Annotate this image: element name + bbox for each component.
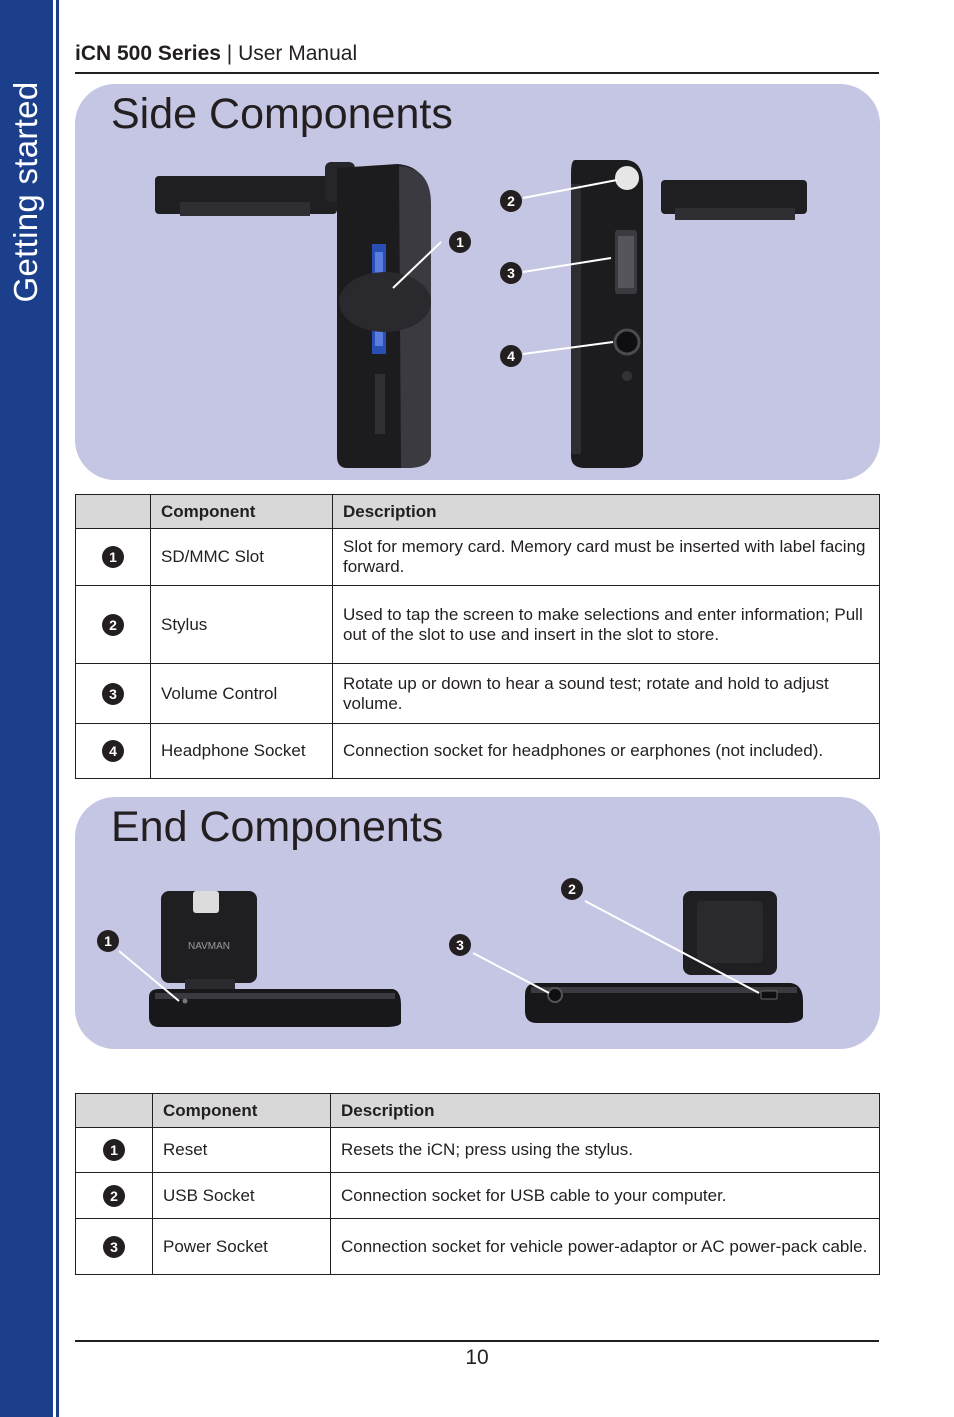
- row-description: Rotate up or down to hear a sound test; …: [332, 663, 880, 724]
- side-leader-lines: [392, 179, 618, 355]
- side-components-table: Component Description 1 SD/MMC Slot Slot…: [75, 494, 880, 779]
- section-tab: [0, 0, 53, 1417]
- header-separator: |: [220, 42, 239, 65]
- table-row: 1 Reset Resets the iCN; press using the …: [75, 1127, 880, 1173]
- row-description: Slot for memory card. Memory card must b…: [332, 528, 880, 586]
- device-logo: NAVMAN: [188, 941, 230, 952]
- device-left-side-view: [155, 162, 431, 468]
- side-callout-2: 2: [500, 190, 522, 212]
- row-description: Resets the iCN; press using the stylus.: [330, 1127, 880, 1173]
- table-row: 2 USB Socket Connection socket for USB c…: [75, 1172, 880, 1219]
- end-callout-3: 3: [449, 934, 471, 956]
- side-callout-1: 1: [449, 231, 471, 253]
- header-product: iCN 500 Series: [75, 42, 221, 65]
- side-callout-3: 3: [500, 262, 522, 284]
- page-number: 10: [465, 1346, 489, 1369]
- section-tab-label: Getting started: [7, 81, 44, 303]
- row-component: SD/MMC Slot: [150, 528, 333, 586]
- end-leader-lines: [118, 900, 760, 1002]
- end-components-panel: End Components NAVMAN 1 2 3: [75, 797, 880, 1049]
- table-header-row: Component Description: [75, 1093, 880, 1128]
- end-callout-2: 2: [561, 878, 583, 900]
- row-component: Reset: [152, 1127, 331, 1173]
- page-header: iCN 500 Series | User Manual: [75, 42, 879, 74]
- row-number-badge: 1: [102, 546, 124, 568]
- table-row: 3 Power Socket Connection socket for veh…: [75, 1218, 880, 1275]
- row-description: Connection socket for headphones or earp…: [332, 723, 880, 779]
- device-right-side-view: [571, 160, 807, 468]
- table-header-num: [75, 1093, 153, 1128]
- row-component: Stylus: [150, 585, 333, 664]
- table-header-component: Component: [152, 1093, 331, 1128]
- row-description: Connection socket for USB cable to your …: [330, 1172, 880, 1219]
- table-header-component: Component: [150, 494, 333, 529]
- section-tab-rule: [56, 0, 59, 1417]
- row-number-badge: 2: [102, 613, 124, 636]
- end-callout-1: 1: [97, 930, 119, 952]
- device-right-end-view: [525, 891, 803, 1023]
- row-description: Connection socket for vehicle power-adap…: [330, 1218, 880, 1275]
- row-number-badge: 4: [102, 740, 124, 762]
- side-components-illustration: [155, 160, 807, 468]
- table-row: 1 SD/MMC Slot Slot for memory card. Memo…: [75, 528, 880, 586]
- footer-rule: [75, 1340, 879, 1342]
- table-header-description: Description: [332, 494, 880, 529]
- side-components-title: Side Components: [111, 90, 453, 138]
- row-number-badge: 3: [103, 1235, 125, 1258]
- end-components-table: Component Description 1 Reset Resets the…: [75, 1093, 880, 1275]
- table-row: 2 Stylus Used to tap the screen to make …: [75, 585, 880, 664]
- table-header-description: Description: [330, 1093, 880, 1128]
- side-components-panel: Side Components: [75, 84, 880, 480]
- end-components-illustration: NAVMAN: [118, 891, 803, 1027]
- row-description: Used to tap the screen to make selection…: [332, 585, 880, 664]
- side-callout-4: 4: [500, 345, 522, 367]
- row-component: Volume Control: [150, 663, 333, 724]
- row-number-badge: 2: [103, 1184, 125, 1207]
- row-component: Headphone Socket: [150, 723, 333, 779]
- table-row: 3 Volume Control Rotate up or down to he…: [75, 663, 880, 724]
- table-header-row: Component Description: [75, 494, 880, 529]
- row-component: Power Socket: [152, 1218, 331, 1275]
- row-number-badge: 1: [103, 1139, 125, 1161]
- table-row: 4 Headphone Socket Connection socket for…: [75, 723, 880, 779]
- row-component: USB Socket: [152, 1172, 331, 1219]
- header-section: User Manual: [238, 42, 358, 65]
- device-left-end-view: NAVMAN: [149, 891, 401, 1027]
- end-components-title: End Components: [111, 803, 444, 851]
- table-header-num: [75, 494, 151, 529]
- row-number-badge: 3: [102, 682, 124, 705]
